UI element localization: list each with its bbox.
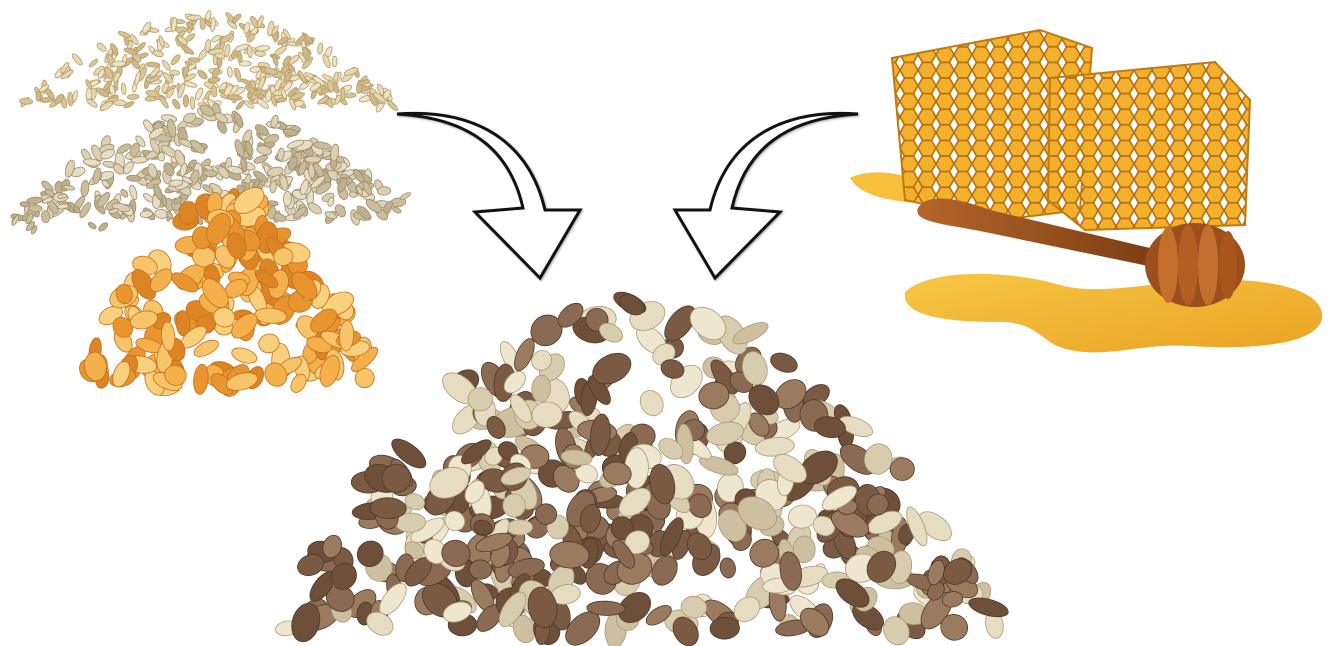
honeycomb-right: [1048, 62, 1250, 230]
corn-flake: [192, 364, 209, 396]
rolled-oat-flake: [20, 202, 30, 207]
oat-grain: [386, 99, 399, 112]
oat-grain: [161, 59, 172, 71]
oat-grain: [127, 94, 139, 100]
oat-grain: [112, 61, 126, 67]
oat-grain: [36, 91, 41, 101]
oat-grain: [332, 56, 337, 67]
oat-grain: [190, 97, 195, 110]
rolled-oat-flake: [87, 221, 97, 230]
honey-with-comb-and-dipper: [850, 30, 1322, 352]
oat-grain: [256, 45, 270, 51]
curved-arrow-down-left-icon: [675, 113, 858, 278]
oat-grain: [196, 69, 209, 81]
rolled-oat-flake: [128, 184, 138, 200]
curved-arrow-down-right-icon: [397, 113, 580, 278]
oat-grain: [237, 51, 243, 63]
honey-dipper-head: [1145, 223, 1245, 307]
oat-grain: [200, 18, 206, 29]
oat-grain: [227, 94, 242, 101]
oat-grains-pile: [19, 10, 399, 113]
granola-light-cluster: [636, 386, 668, 420]
rolled-oat-flake: [392, 206, 402, 214]
oat-grain: [344, 92, 356, 98]
oat-grain: [171, 98, 181, 110]
oat-grain: [146, 62, 160, 68]
rolled-oat-flake: [399, 191, 411, 200]
oat-grain: [96, 42, 108, 53]
oat-grain: [19, 98, 33, 105]
granola-dark-cluster: [890, 457, 915, 480]
granola-dark-cluster: [718, 557, 737, 580]
rolled-oat-flake: [97, 221, 109, 232]
oat-grain: [247, 45, 253, 58]
oat-grain: [341, 88, 345, 101]
rolled-oat-flake: [29, 205, 43, 212]
rolled-oat-flake: [80, 180, 89, 197]
granola-light-cluster: [507, 520, 533, 536]
oat-grain: [187, 15, 201, 21]
oat-grain: [88, 58, 99, 68]
oat-grain: [170, 53, 182, 66]
oat-grain: [183, 80, 197, 88]
oat-grain: [227, 67, 233, 78]
oat-grain: [67, 92, 73, 106]
rolled-oat-flake: [283, 191, 291, 206]
oat-grain: [255, 50, 266, 56]
rolled-oat-flake: [305, 156, 321, 163]
oat-grain: [317, 43, 324, 55]
oat-grain: [235, 68, 242, 82]
granola-dark-cluster: [768, 350, 800, 376]
rolled-oat-flake: [142, 192, 155, 204]
rolled-oat-flake: [92, 167, 102, 184]
oat-grain: [180, 44, 195, 56]
oat-grain: [183, 95, 188, 107]
honey-puddle: [905, 274, 1322, 353]
oat-grain: [71, 52, 84, 66]
oat-grain: [152, 50, 164, 58]
granola-pile: [274, 288, 1010, 646]
oat-grain: [121, 83, 127, 95]
corn-flake: [230, 345, 259, 366]
